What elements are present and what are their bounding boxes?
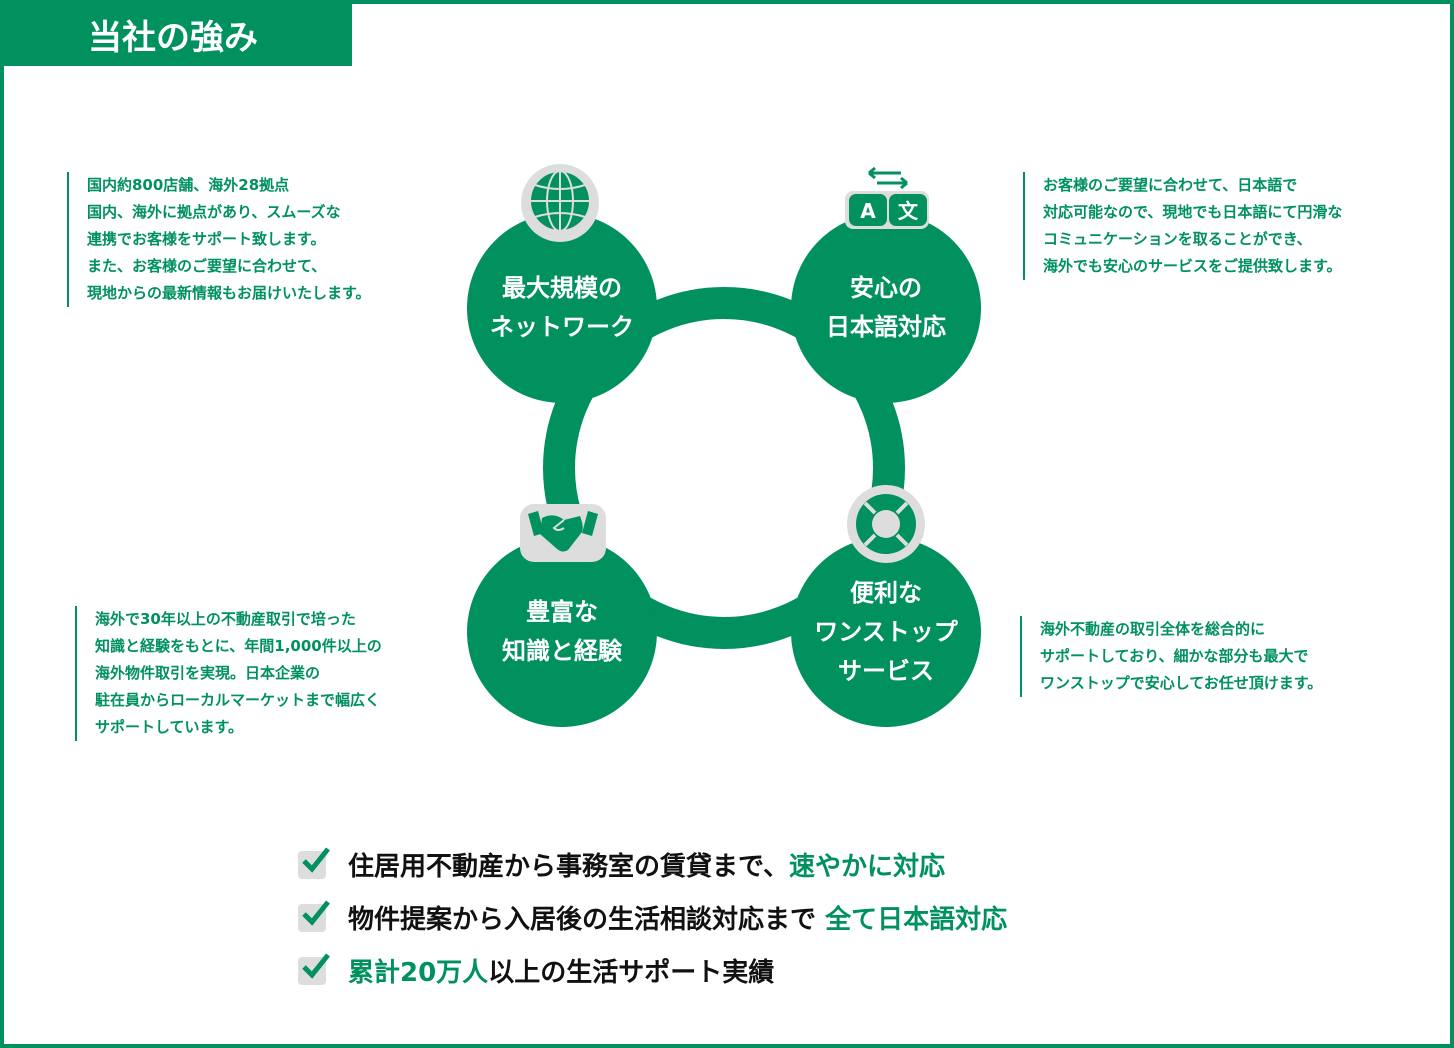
- checklist-item: 物件提案から入居後の生活相談対応まで 全て日本語対応: [298, 899, 1007, 936]
- circle-title-line: 最大規模の: [502, 274, 622, 302]
- circle-title-line: 知識と経験: [502, 637, 622, 665]
- desc-line: 海外不動産の取引全体を総合的に: [1040, 620, 1266, 638]
- desc-line: 海外物件取引を実現。日本企業の: [95, 664, 321, 682]
- page-title: 当社の強み: [0, 0, 352, 66]
- desc-line: お客様のご要望に合わせて、日本語で: [1043, 176, 1298, 194]
- desc-line: サポートしています。: [95, 718, 244, 736]
- lifebuoy-icon: [847, 485, 925, 563]
- desc-line: ワンストップで安心してお任せ頂けます。: [1040, 674, 1323, 692]
- network-description: 国内約800店舗、海外28拠点 国内、海外に拠点があり、スムーズな 連携でお客様…: [67, 172, 371, 307]
- desc-line: 国内約800店舗、海外28拠点: [87, 176, 290, 194]
- circle-title-line: 便利な: [850, 578, 922, 607]
- japanese-description: お客様のご要望に合わせて、日本語で 対応可能なので、現地でも日本語にて円滑な コ…: [1023, 172, 1342, 280]
- circle-title-line: 豊富な: [526, 598, 598, 626]
- checklist-highlight: 累計20万人: [348, 958, 489, 988]
- strength-japanese: 安心の 日本語対応: [791, 213, 981, 403]
- circle-title-line: サービス: [838, 656, 934, 685]
- checklist-highlight: 全て日本語対応: [825, 905, 1008, 935]
- onestop-description: 海外不動産の取引全体を総合的に サポートしており、細かな部分も最大で ワンストッ…: [1020, 616, 1322, 697]
- checkmark-icon: [298, 899, 330, 932]
- desc-line: 連携でお客様をサポート致します。: [87, 230, 326, 248]
- checklist-text: 住居用不動産から事務室の賃貸まで、: [348, 852, 789, 882]
- desc-line: 海外で30年以上の不動産取引で培った: [95, 610, 356, 628]
- translate-icon: A 文: [845, 166, 929, 229]
- checkmark-icon: [298, 952, 330, 985]
- desc-line: 海外でも安心のサービスをご提供致します。: [1043, 257, 1342, 275]
- circle-title-line: ワンストップ: [814, 617, 958, 646]
- desc-line: 国内、海外に拠点があり、スムーズな: [87, 203, 341, 221]
- strength-network: 最大規模の ネットワーク: [467, 213, 657, 403]
- desc-line: 対応可能なので、現地でも日本語にて円滑な: [1043, 203, 1343, 221]
- checkmark-icon: [298, 846, 330, 879]
- globe-icon: [521, 164, 599, 242]
- handshake-icon: [520, 504, 606, 562]
- desc-line: また、お客様のご要望に合わせて、: [87, 257, 327, 275]
- desc-line: 知識と経験をもとに、年間1,000件以上の: [95, 637, 382, 655]
- strength-onestop: 便利な ワンストップ サービス: [791, 537, 981, 727]
- circle-title-line: ネットワーク: [490, 313, 634, 341]
- checklist-highlight: 速やかに対応: [788, 852, 945, 882]
- translate-letter-a: A: [860, 199, 876, 223]
- circle-title-line: 日本語対応: [826, 313, 946, 341]
- circle-title-line: 安心の: [850, 274, 922, 302]
- checklist-text: 以上の生活サポート実績: [488, 958, 775, 988]
- desc-line: 駐在員からローカルマーケットまで幅広く: [95, 691, 381, 709]
- desc-line: コミュニケーションを取ることができ、: [1043, 230, 1312, 248]
- strength-experience: 豊富な 知識と経験: [467, 537, 657, 727]
- desc-line: サポートしており、細かな部分も最大で: [1040, 647, 1309, 665]
- checklist-item: 累計20万人以上の生活サポート実績: [298, 952, 774, 989]
- checklist-item: 住居用不動産から事務室の賃貸まで、速やかに対応: [298, 846, 945, 883]
- checklist-text: 物件提案から入居後の生活相談対応まで: [348, 905, 826, 935]
- desc-line: 現地からの最新情報もお届けいたします。: [87, 284, 371, 302]
- experience-description: 海外で30年以上の不動産取引で培った 知識と経験をもとに、年間1,000件以上の…: [75, 606, 382, 741]
- translate-letter-bun: 文: [898, 199, 919, 223]
